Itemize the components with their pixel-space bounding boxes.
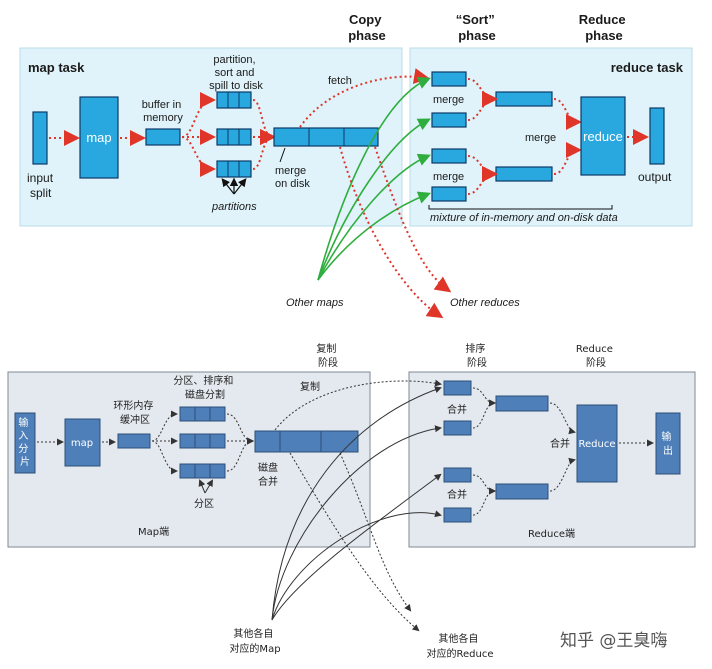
other-reduces-label-cn: 其他各自 对应的Reduce: [427, 632, 494, 660]
merge-label-cn-2: 合并: [447, 488, 467, 501]
segment-cn-2: [443, 420, 472, 436]
output-box: [649, 107, 665, 165]
merge-label-2: merge: [433, 171, 464, 183]
spill-file-cn-1: [179, 406, 226, 422]
output-label-cn: 输 出: [661, 430, 674, 457]
other-reduces-label: Other reduces: [450, 297, 520, 309]
merge-label-cn-3: 合并: [550, 437, 570, 450]
merge-label-3: merge: [525, 132, 556, 144]
merged-on-disk-file: [273, 127, 379, 147]
fetch-label: fetch: [328, 75, 352, 87]
fetched-segment-2: [431, 112, 467, 128]
spill-file-2: [216, 128, 252, 146]
output-label: output: [638, 170, 672, 184]
map-label: map: [86, 130, 111, 145]
partitions-label: partitions: [211, 201, 257, 213]
spill-file-3: [216, 160, 252, 178]
reduce-phase-label: Reduce phase: [579, 12, 630, 43]
watermark: 知乎 @王臭嗨: [560, 631, 667, 651]
sort-phase-cn: 排序 阶段: [465, 342, 488, 369]
other-maps-label-cn: 其他各自 对应的Map: [229, 627, 280, 655]
buffer-in-memory-label: buffer in memory: [142, 99, 185, 124]
merged-segment-1: [495, 91, 553, 107]
sort-phase-label: “Sort” phase: [456, 12, 499, 43]
mixture-bracket: [428, 205, 613, 210]
merged-segment-2: [495, 166, 553, 182]
merged-file-cn: [254, 430, 359, 453]
map-side-label: Map端: [138, 525, 169, 538]
partition-sort-merge-label: 分区、排序和 磁盘分割: [173, 374, 236, 401]
reduce-label-cn: Reduce: [579, 439, 616, 450]
input-split-box: [32, 111, 48, 165]
reduce-label: reduce: [583, 129, 623, 144]
map-box-cn: [64, 418, 101, 467]
merge-label-1: merge: [433, 94, 464, 106]
reduce-task-title: reduce task: [611, 60, 684, 75]
segment-cn-3: [443, 467, 472, 483]
disk-merge-label: 磁盘 合并: [258, 461, 281, 488]
spill-file-1: [216, 91, 252, 109]
other-maps-label: Other maps: [286, 297, 344, 309]
map-label-cn: map: [71, 438, 93, 449]
fetched-segment-1: [431, 71, 467, 87]
buffer-box: [145, 128, 181, 146]
reduce-box-cn: [576, 404, 618, 483]
map-task-title: map task: [28, 60, 85, 75]
ring-buffer-box: [117, 433, 151, 449]
reduce-phase-cn: Reduce 阶段: [576, 344, 616, 369]
fetched-segment-3: [431, 148, 467, 164]
input-split-box-cn: [14, 412, 36, 474]
copy-phase-cn: 复制 阶段: [316, 342, 339, 369]
partition-sort-spill-label: partition, sort and spill to disk: [209, 54, 263, 92]
merged-segment-cn-2: [495, 483, 549, 500]
copy-phase-label: Copy phase: [348, 12, 386, 43]
spill-file-cn-2: [179, 433, 226, 449]
mixture-label: mixture of in-memory and on-disk data: [430, 212, 618, 224]
input-split-label: input split: [27, 171, 56, 200]
segment-cn-4: [443, 507, 472, 523]
copy-label-cn: 复制: [300, 380, 320, 393]
partition-label-cn: 分区: [194, 498, 214, 510]
merged-segment-cn-1: [495, 395, 549, 412]
map-box: [79, 96, 119, 179]
segment-cn-1: [443, 380, 472, 396]
output-box-cn: [655, 412, 681, 475]
merge-label-cn-1: 合并: [447, 403, 467, 416]
ring-buffer-label: 环形内存 缓冲区: [113, 399, 156, 426]
spill-file-cn-3: [179, 463, 226, 479]
fetched-segment-4: [431, 186, 467, 202]
reduce-side-label: Reduce端: [528, 527, 575, 540]
merge-on-disk-label: merge on disk: [275, 165, 310, 190]
input-split-label-cn: 输 入 分 片: [18, 416, 31, 468]
reduce-box: [580, 96, 626, 176]
